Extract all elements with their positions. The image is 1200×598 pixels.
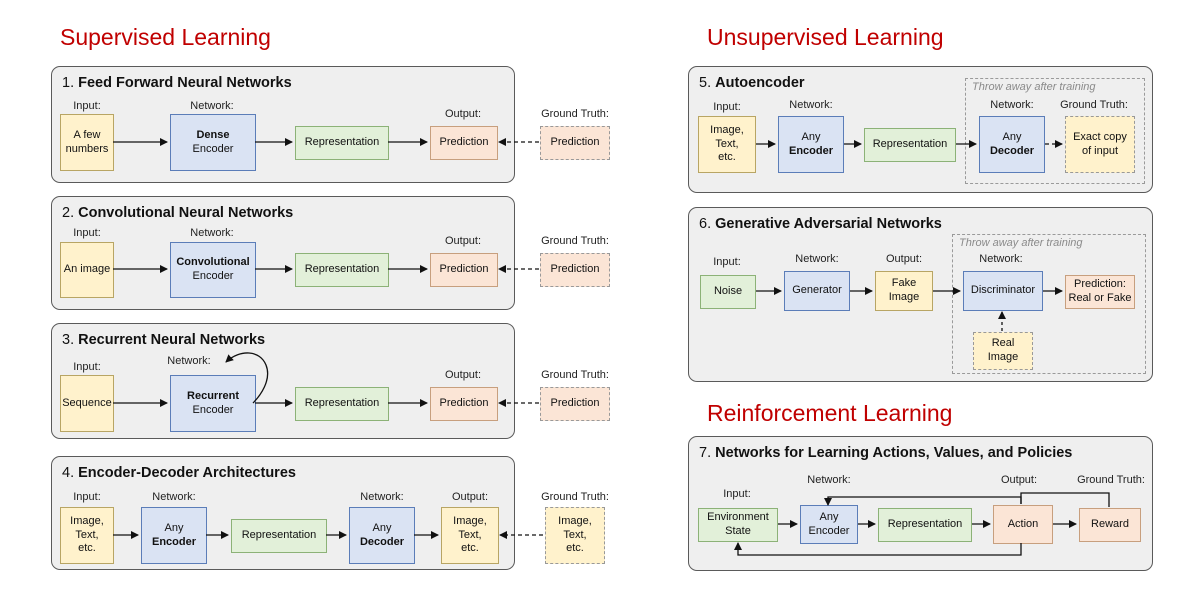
network-label: Network: [190,227,234,239]
panel-title: 6. Generative Adversarial Networks [699,216,942,232]
panel-autoencoder: 5. Autoencoder Throw away after training… [688,66,1153,193]
panel-recurrent: 3. Recurrent Neural Networks Input: Netw… [51,323,610,439]
ground-truth-box: Prediction [540,253,610,287]
action-feedback-top [824,496,1022,506]
discriminator-box: Discriminator [963,271,1043,311]
panel-title: 3. Recurrent Neural Networks [62,332,266,348]
loop-arrow [225,352,269,404]
ground-truth-label: Ground Truth: [541,108,609,120]
panel-title: 7. Networks for Learning Actions, Values… [699,445,1073,461]
output-label: Output: [444,369,482,381]
ground-truth-label: Ground Truth: [541,235,609,247]
panel-gan: 6. Generative Adversarial Networks Throw… [688,207,1153,382]
input-label: Input: [73,227,101,239]
noise-box: Noise [700,275,756,309]
network-label: Network: [789,99,833,111]
panel-encoder-decoder: 4. Encoder-Decoder Architectures Input: … [51,456,609,570]
ground-truth-label: Ground Truth: [1060,99,1128,111]
network-label: Network: [807,474,851,486]
network-label: Network: [190,100,234,112]
network-label: Network: [167,355,211,367]
feedback-arrow-top [1020,492,1110,507]
reward-box: Reward [1079,508,1141,542]
reinforcement-learning-heading: Reinforcement Learning [707,400,953,426]
unsupervised-learning-heading: Unsupervised Learning [707,24,944,50]
panel-reinforcement: 7. Networks for Learning Actions, Values… [688,436,1153,571]
representation-box: Representation [231,519,327,553]
input-box: An image [60,242,114,298]
action-feedback-bottom [734,542,1022,556]
prediction-box: Prediction [430,387,498,421]
input-label: Input: [73,100,101,112]
prediction-box: Prediction [430,253,498,287]
input-label: Input: [73,361,101,373]
output-box: Image,Text,etc. [441,507,499,564]
network-label: Network: [979,253,1023,265]
input-box: Sequence [60,375,114,432]
network-label: Network: [360,491,404,503]
output-label: Output: [444,235,482,247]
ground-truth-box: Image,Text,etc. [545,507,605,564]
input-label: Input: [713,101,741,113]
representation-box: Representation [295,387,389,421]
panel-title: 5. Autoencoder [699,75,805,91]
ground-truth-label: Ground Truth: [541,369,609,381]
prediction-box: Prediction [430,126,498,160]
ground-truth-label: Ground Truth: [541,491,609,503]
network-label: Network: [990,99,1034,111]
output-label: Output: [1000,474,1038,486]
prediction-box: Prediction:Real or Fake [1065,275,1135,309]
generator-box: Generator [784,271,850,311]
representation-box: Representation [878,508,972,542]
supervised-learning-heading: Supervised Learning [60,24,271,50]
network-label: Network: [152,491,196,503]
panel-title: 2. Convolutional Neural Networks [62,205,294,221]
representation-box: Representation [864,128,956,162]
throw-away-region: Throw away after training [965,78,1145,184]
panel-feed-forward: 1. Feed Forward Neural Networks Input: N… [51,66,610,183]
action-box: Action [993,505,1053,544]
panel-convolutional: 2. Convolutional Neural Networks Input: … [51,196,610,310]
ground-truth-box: Prediction [540,387,610,421]
input-label: Input: [723,488,751,500]
panel-title: 1. Feed Forward Neural Networks [62,75,292,91]
representation-box: Representation [295,253,389,287]
output-label: Output: [885,253,923,265]
output-label: Output: [451,491,489,503]
throw-away-region: Throw away after training [952,234,1146,374]
ground-truth-label: Ground Truth: [1077,474,1145,486]
network-label: Network: [795,253,839,265]
ground-truth-box: Prediction [540,126,610,160]
representation-box: Representation [295,126,389,160]
input-label: Input: [73,491,101,503]
input-label: Input: [713,256,741,268]
panel-title: 4. Encoder-Decoder Architectures [62,465,296,481]
output-label: Output: [444,108,482,120]
input-box: Image,Text,etc. [698,116,756,173]
